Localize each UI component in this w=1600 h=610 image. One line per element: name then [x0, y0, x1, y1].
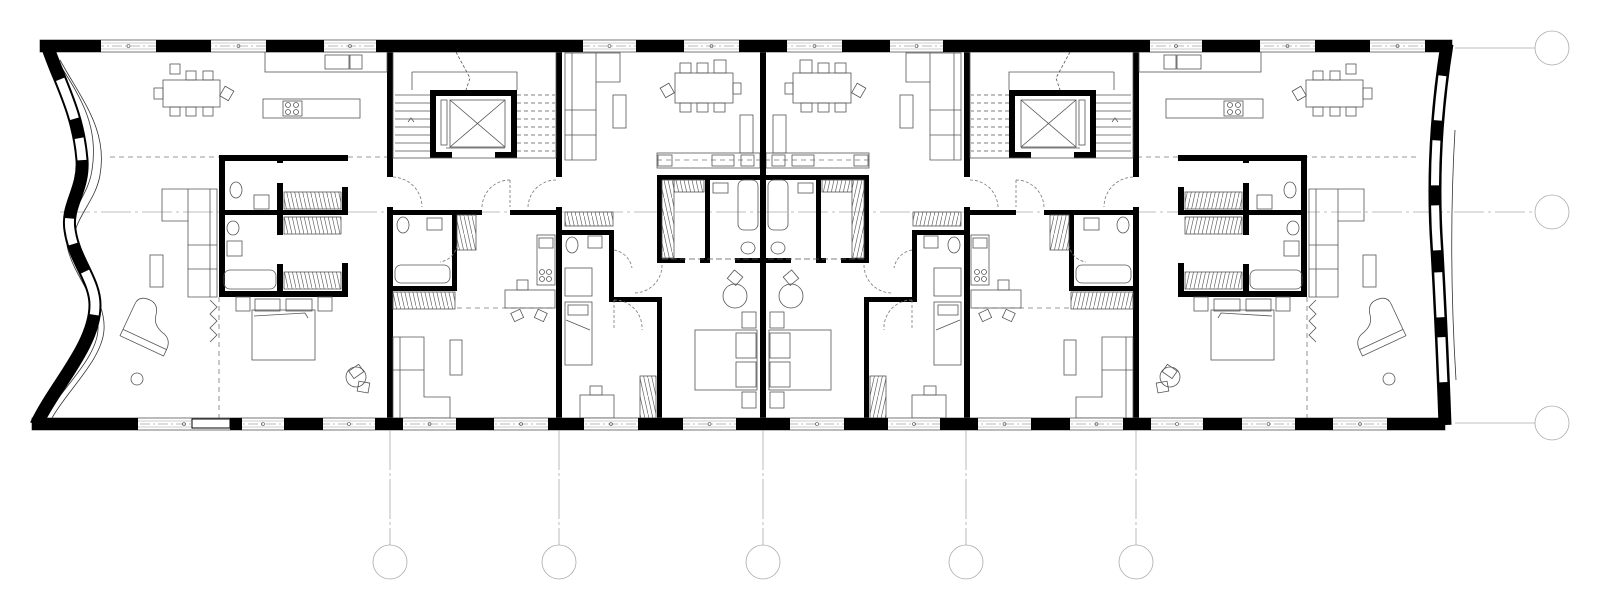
wall-pier	[1387, 418, 1445, 430]
grid-bubble	[1534, 194, 1570, 230]
wall-pier	[844, 418, 888, 430]
wall-pier	[943, 40, 1150, 52]
left-wavy-facade	[30, 40, 105, 428]
wall-pier	[842, 40, 890, 52]
structural-grid	[60, 30, 1570, 441]
facade-bottom-wall	[31, 417, 1446, 431]
grid-bubble	[1534, 30, 1570, 66]
facade-top-wall	[39, 39, 1453, 53]
left-half-interior	[109, 51, 764, 419]
window-handle	[812, 44, 817, 48]
wall-pier	[739, 40, 787, 52]
wall-pier	[456, 418, 494, 430]
wall-pier	[940, 418, 978, 430]
window-handle	[427, 422, 432, 426]
window-handle	[914, 44, 919, 48]
window-handle	[709, 44, 714, 48]
right-half-interior	[762, 51, 1417, 419]
grid-bottom	[372, 430, 1154, 580]
curtain-line	[1451, 129, 1457, 381]
entrance-door	[191, 418, 231, 429]
curtain-line	[44, 51, 99, 419]
grid-bubble	[745, 544, 781, 580]
wall-pier	[636, 40, 684, 52]
window-handle	[126, 44, 131, 48]
window-handle	[261, 422, 265, 426]
wall-pier	[230, 418, 242, 430]
wall-pier	[266, 40, 324, 52]
window-handle	[607, 44, 612, 48]
wall-pier	[1031, 418, 1070, 430]
wall-pier	[638, 418, 683, 430]
window-handle	[182, 422, 186, 426]
grid-bubble	[372, 544, 408, 580]
grid-bubble	[541, 544, 577, 580]
grid-bubble	[948, 544, 984, 580]
wall-pier	[284, 418, 323, 430]
wall-pier	[376, 40, 583, 52]
window-handle	[1094, 422, 1099, 426]
window-handle	[1358, 422, 1362, 426]
window-handle	[1266, 422, 1271, 426]
wall-pier	[375, 418, 403, 430]
wall-pier	[32, 418, 138, 430]
grid-bubble	[1118, 544, 1154, 580]
window-handle	[815, 422, 819, 426]
window-handle	[707, 422, 712, 426]
wall-pier	[156, 40, 211, 52]
window-handle	[1002, 422, 1007, 426]
window-handle	[1395, 44, 1400, 48]
wall-pier	[1295, 418, 1333, 430]
window-handle	[1285, 44, 1290, 48]
window-handle	[348, 44, 352, 48]
wall-pier	[1202, 40, 1260, 52]
window-handle	[519, 422, 523, 426]
window-handle	[347, 422, 351, 426]
wall-pier	[1123, 418, 1151, 430]
grid-bubble	[1534, 405, 1570, 441]
window-handle	[609, 422, 613, 426]
right-curved-facade	[1428, 42, 1457, 426]
wall-pier	[548, 418, 584, 430]
central-party-wall	[760, 52, 766, 418]
wall-pier	[736, 418, 790, 430]
window-handle	[236, 44, 241, 48]
wall-pier	[1203, 418, 1242, 430]
wall-pier	[1315, 40, 1370, 52]
window-handle	[1175, 422, 1179, 426]
window-handle	[912, 422, 916, 426]
window-handle	[1174, 44, 1178, 48]
